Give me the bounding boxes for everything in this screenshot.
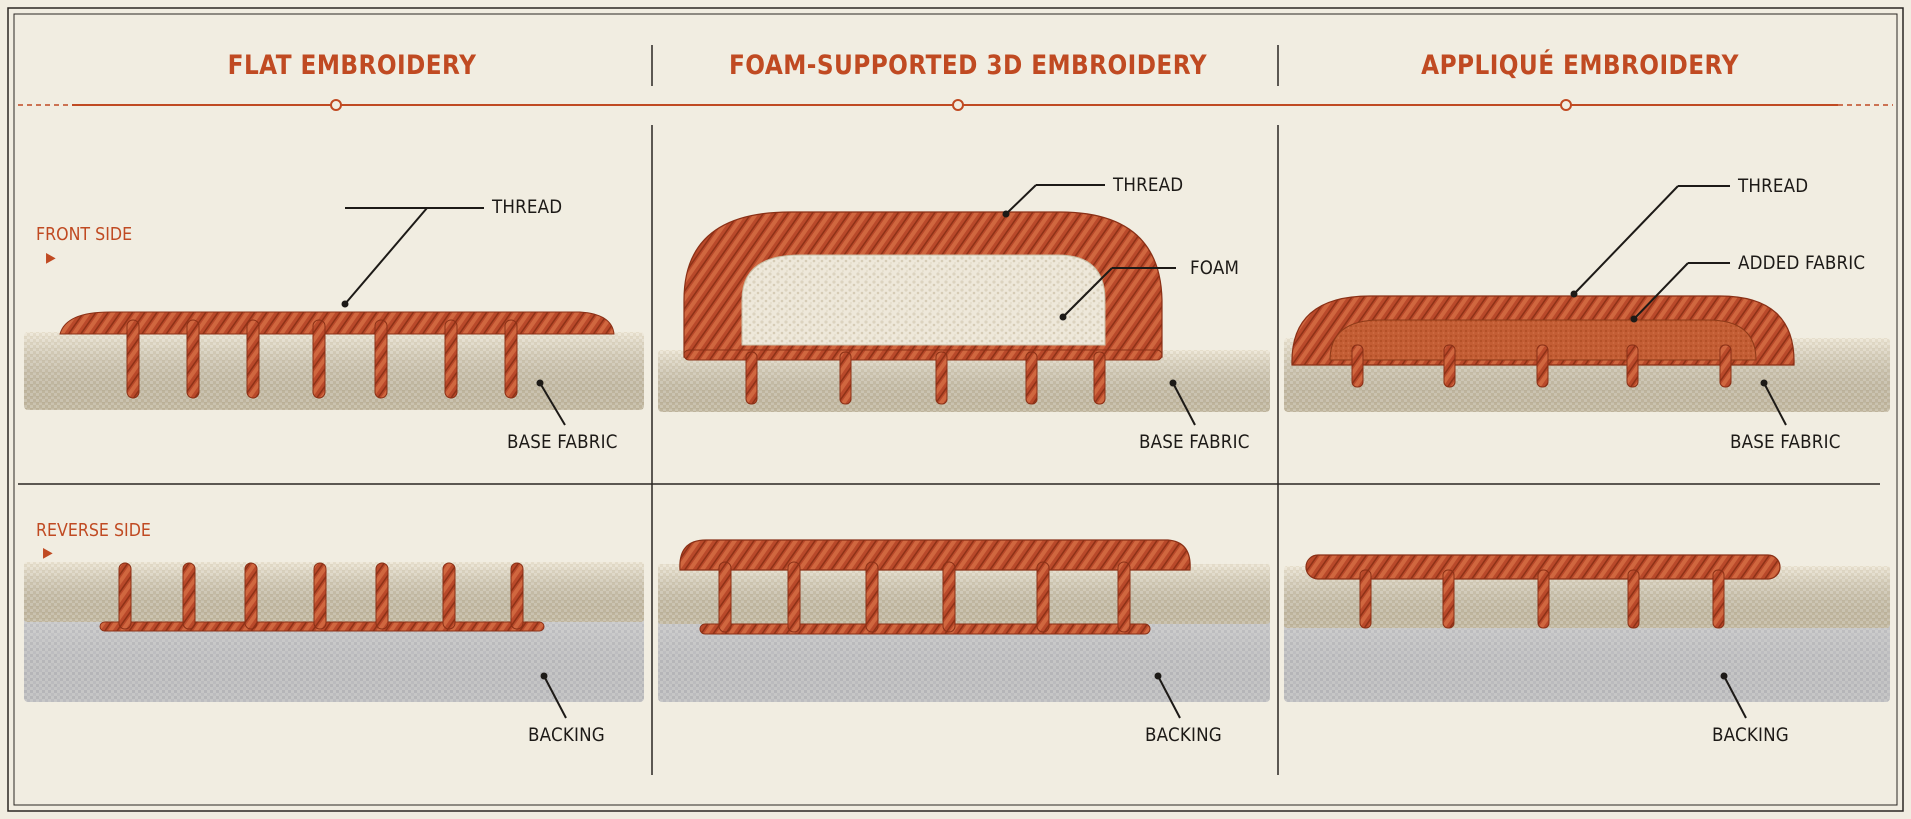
flat-base-fabric-label: BASE FABRIC: [507, 431, 618, 453]
applique-reverse-illustration: [1284, 554, 1890, 719]
column-title-applique: APPLIQUÉ EMBROIDERY: [1421, 50, 1739, 81]
foam-backing-label: BACKING: [1145, 724, 1222, 746]
applique-added-fabric-label: ADDED FABRIC: [1738, 252, 1866, 274]
flat-front-stitches: [126, 319, 518, 399]
flat-reverse-illustration: [24, 562, 644, 719]
flat-reverse-stitches: [118, 562, 524, 630]
column-title-flat: FLAT EMBROIDERY: [227, 50, 477, 81]
applique-added-fabric: [1329, 319, 1757, 361]
foam-base-fabric-label: BASE FABRIC: [1139, 431, 1250, 453]
row-label-reverse: REVERSE SIDE: [36, 520, 151, 541]
applique-backing-label: BACKING: [1712, 724, 1789, 746]
foam-front-illustration: [658, 184, 1270, 426]
foam-front-stitches: [745, 351, 1106, 405]
foam-thread-label: THREAD: [1113, 174, 1184, 196]
applique-front-stitches: [1351, 344, 1732, 388]
applique-front-illustration: [1284, 185, 1890, 426]
applique-reverse-stitches: [1359, 569, 1725, 629]
outer-frame: [7, 7, 1904, 812]
front-arrow-icon: ▶: [46, 250, 56, 266]
flat-thread-surface: [59, 311, 615, 335]
flat-front-illustration: [24, 207, 644, 426]
applique-base-fabric-label: BASE FABRIC: [1730, 431, 1841, 453]
column-title-foam: FOAM-SUPPORTED 3D EMBROIDERY: [729, 50, 1207, 81]
applique-thread-label: THREAD: [1738, 175, 1809, 197]
foam-foam-label: FOAM: [1190, 257, 1240, 279]
foam-reverse-illustration: [658, 539, 1270, 719]
foam-block: [741, 254, 1106, 346]
row-label-front: FRONT SIDE: [36, 224, 133, 245]
foam-reverse-stitches: [718, 561, 1131, 633]
flat-thread-label: THREAD: [492, 196, 563, 218]
reverse-arrow-icon: ▶: [43, 545, 53, 561]
header-rule: [18, 99, 1893, 111]
inner-frame: [13, 13, 1898, 806]
foam-reverse-thread: [679, 539, 1191, 571]
flat-backing-label: BACKING: [528, 724, 605, 746]
